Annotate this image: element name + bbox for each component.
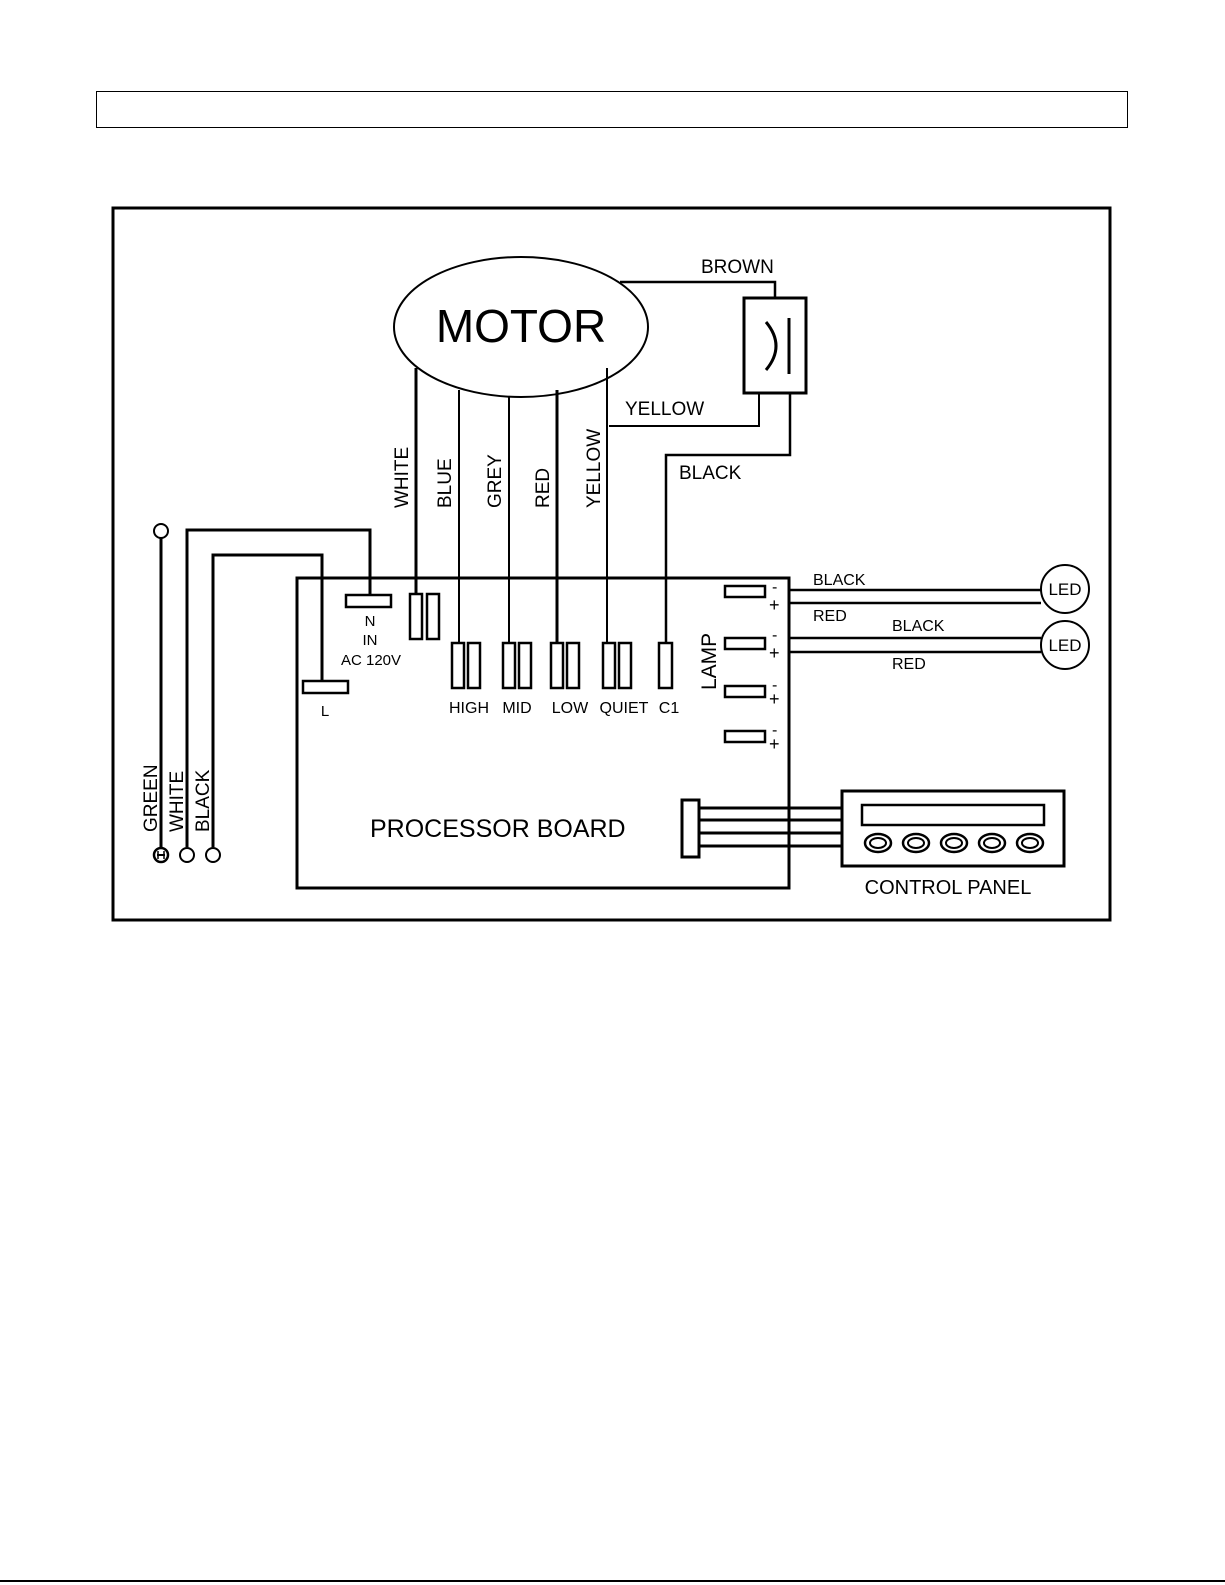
speed-quiet-label: QUIET [600,700,649,717]
led-1-label: LED [1048,580,1081,599]
speed-mid-label: MID [502,700,531,717]
control-panel-button-inner [908,838,924,848]
terminal-l [303,681,348,693]
terminal-l-label: L [321,703,329,720]
lamp-terminal-1 [725,586,765,597]
control-panel-button-inner [1022,838,1038,848]
led-2-label: LED [1048,636,1081,655]
control-panel-button-inner [870,838,886,848]
voltage-label: AC 120V [341,652,401,669]
connector-white-b [427,594,439,639]
lamp2-plus: + [769,643,780,663]
wire-black-power [213,555,322,847]
control-panel-button [1017,834,1043,852]
lamp-terminal-4 [725,731,765,742]
footer-line [0,1580,1225,1582]
connector-white-a [410,594,422,639]
power-wire-black-label: BLACK [193,769,214,832]
control-panel-button-inner [946,838,962,848]
motor-wire-white-label: WHITE [392,447,413,508]
ribbon-connector [682,800,699,857]
capacitor-wire-black-label: BLACK [679,463,742,484]
control-panel-button [979,834,1005,852]
capacitor-curved-plate [766,322,776,370]
connector-low-a [551,643,563,688]
control-panel [842,791,1064,866]
lamp-terminal-3 [725,686,765,697]
motor-wire-blue-label: BLUE [435,458,456,508]
processor-board-label: PROCESSOR BOARD [370,815,626,843]
control-panel-button [865,834,891,852]
capacitor-wire-brown-label: BROWN [701,257,774,278]
led2-red-label: RED [892,656,926,673]
lamp3-plus: + [769,689,780,709]
control-panel-display [862,805,1044,825]
lamp1-minus: - [772,579,777,596]
terminal-n [346,595,391,607]
connector-high-a [452,643,464,688]
connector-c1 [659,643,672,688]
connector-low-b [567,643,579,688]
speed-c1-label: C1 [659,700,680,717]
connector-high-b [468,643,480,688]
lamp1-plus: + [769,595,780,615]
speed-low-label: LOW [552,700,589,717]
lamp-terminal-2 [725,638,765,649]
connector-quiet-b [619,643,631,688]
green-top-terminal [154,524,168,538]
white-terminal [180,848,194,862]
power-wire-white-label: WHITE [167,771,188,832]
lamp2-minus: - [772,627,777,644]
input-label: IN [363,632,378,649]
control-panel-button-inner [984,838,1000,848]
control-panel-label: CONTROL PANEL [865,877,1032,899]
lamp-label: LAMP [698,633,721,690]
diagram-frame [113,208,1110,920]
power-wire-green-label: GREEN [141,764,162,832]
motor-wire-yellow-label: YELLOW [584,429,605,508]
motor-wire-grey-label: GREY [485,454,506,508]
connector-mid-a [503,643,515,688]
motor-label: MOTOR [436,300,606,352]
connector-mid-b [519,643,531,688]
lamp4-plus: + [769,734,780,754]
terminal-n-label: N [365,613,376,630]
led1-red-label: RED [813,608,847,625]
connector-quiet-a [603,643,615,688]
black-terminal [206,848,220,862]
wire-brown [620,282,775,298]
control-panel-button [941,834,967,852]
speed-high-label: HIGH [449,700,489,717]
motor-wire-red-label: RED [533,468,554,508]
control-panel-button [903,834,929,852]
led2-black-label: BLACK [892,618,945,635]
capacitor-wire-yellow-label: YELLOW [625,399,704,420]
led1-black-label: BLACK [813,572,866,589]
